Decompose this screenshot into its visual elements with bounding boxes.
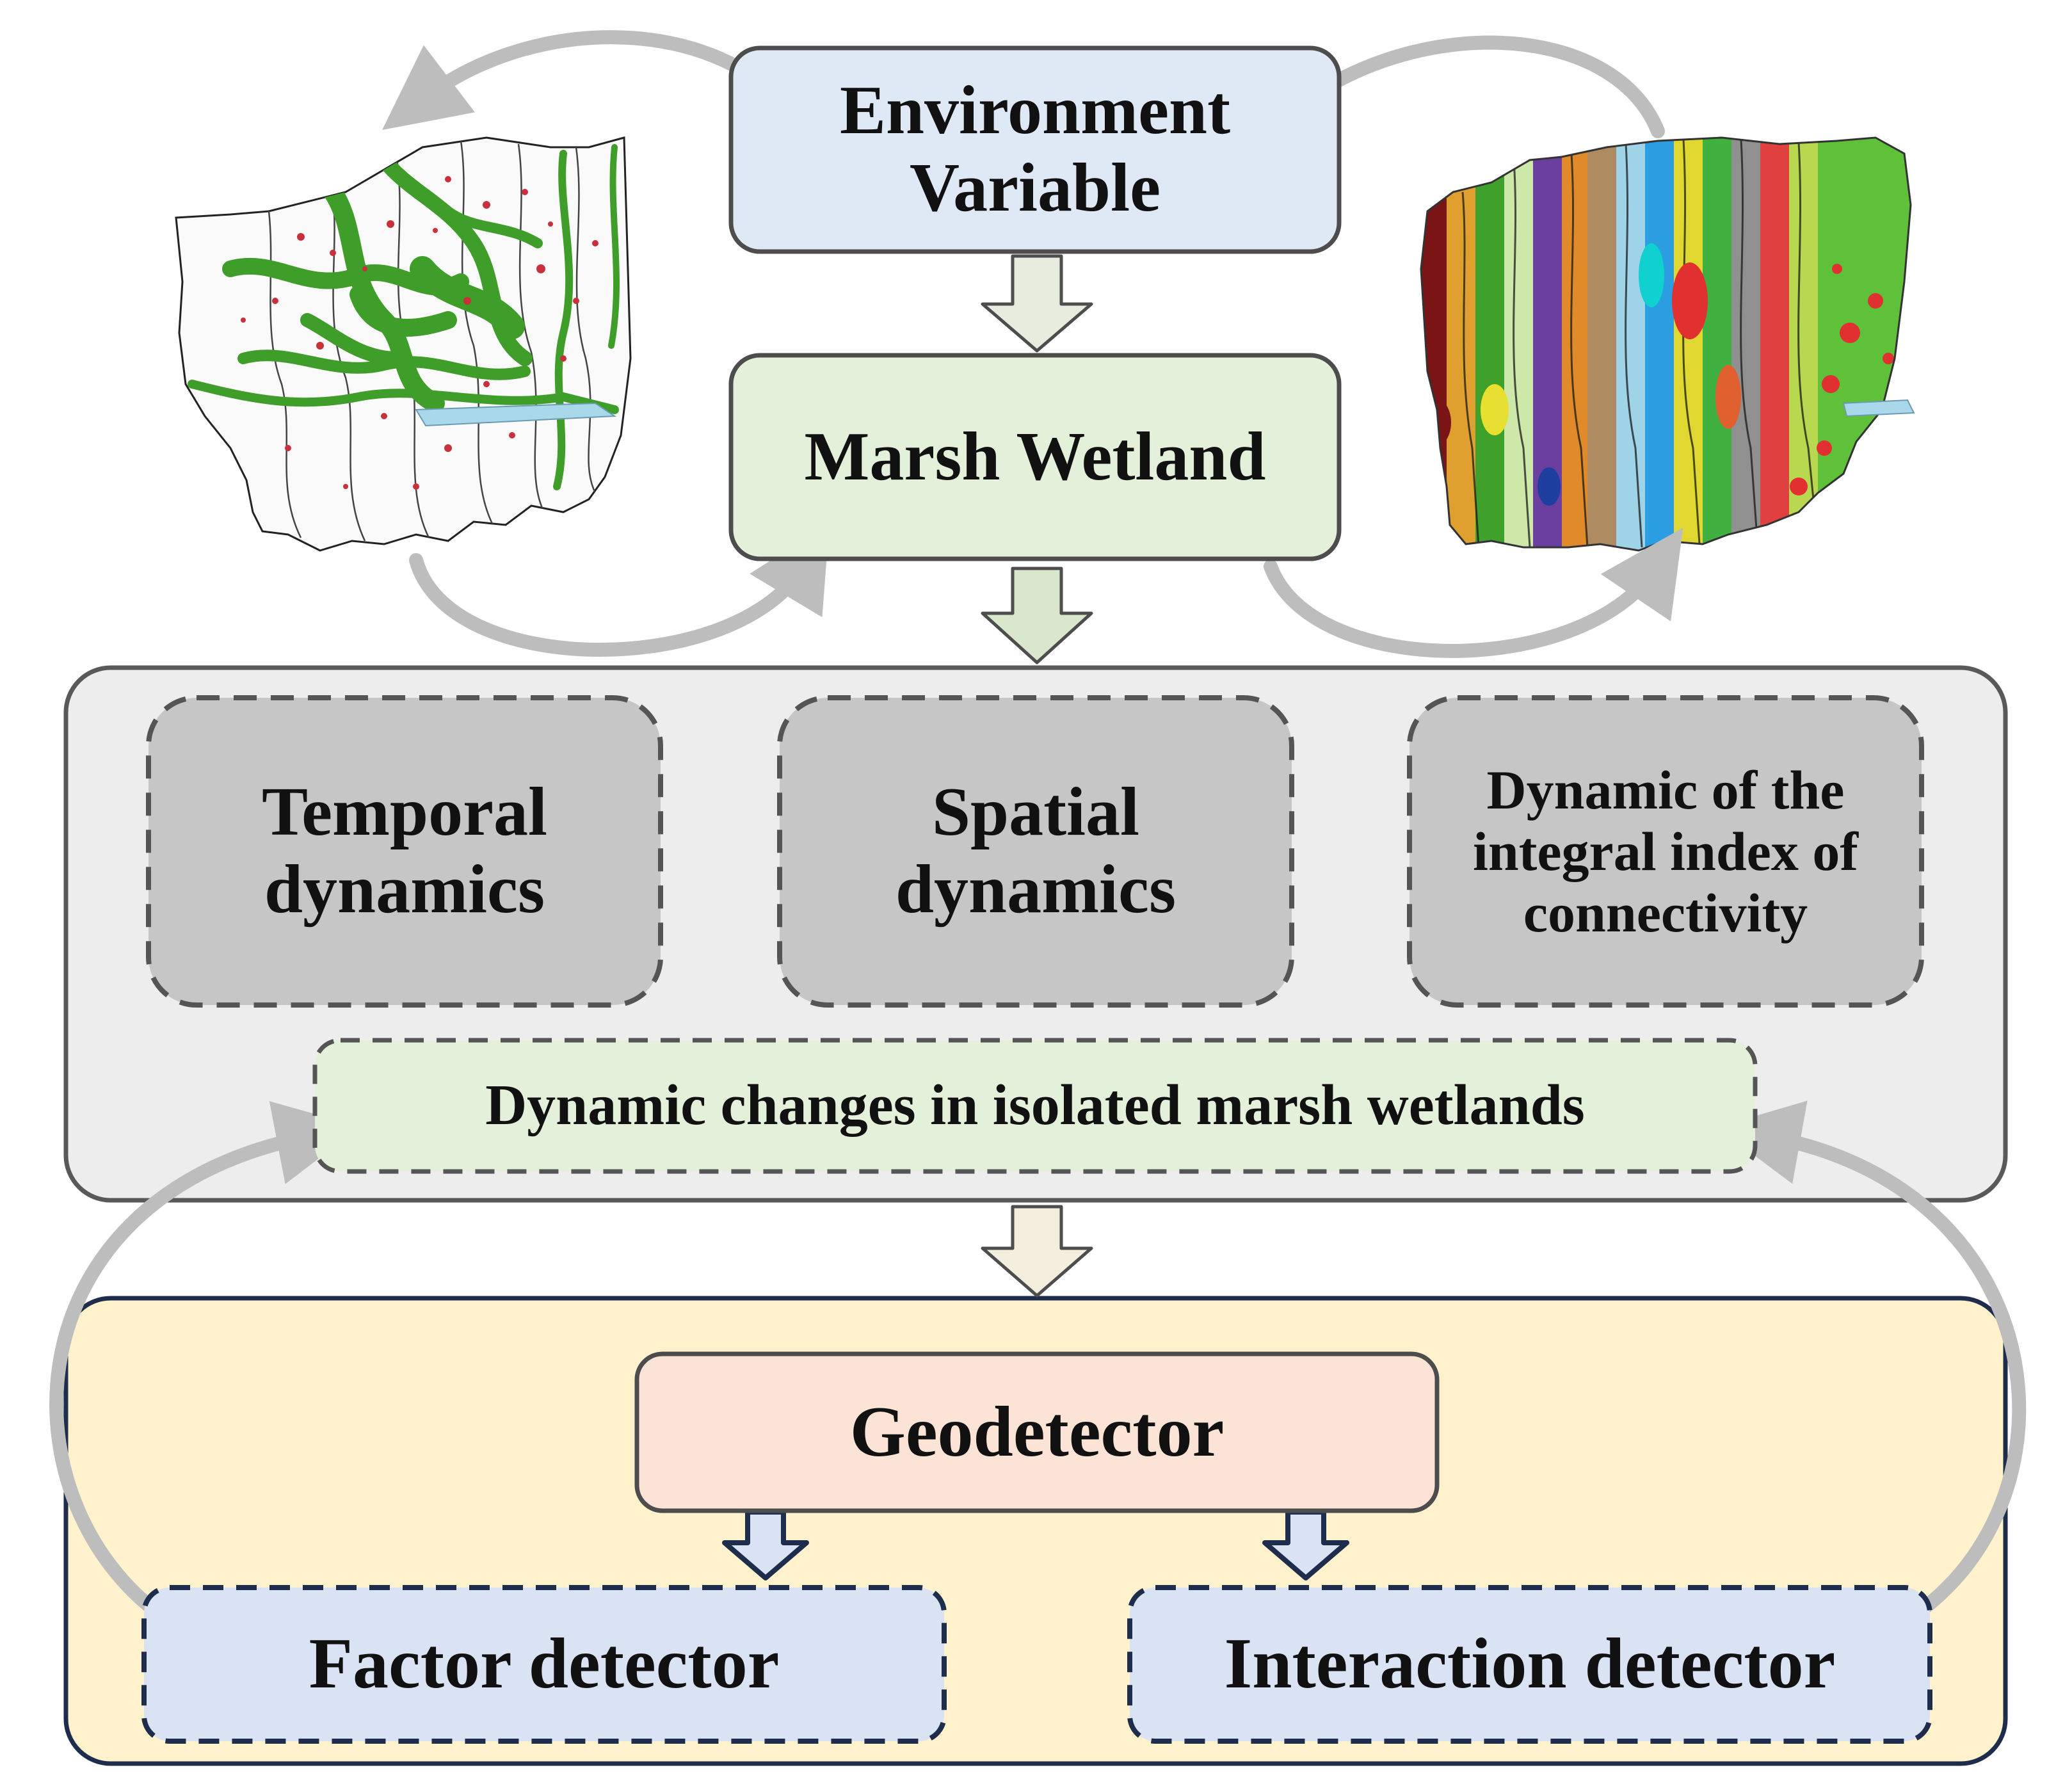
environment-variable-label: Environment Variable — [839, 72, 1231, 226]
interaction-detector-label: Interaction detector — [1224, 1624, 1836, 1704]
temporal-dynamics-box — [146, 695, 663, 1008]
interaction-detector-box — [1127, 1585, 1932, 1744]
spatial-dynamics-label: Spatial dynamics — [895, 774, 1177, 928]
environment-variable-box — [728, 45, 1342, 254]
arrow-geo-to-interaction — [1262, 1509, 1349, 1581]
geodetector-box — [634, 1351, 1440, 1513]
flow-arrows — [722, 254, 1349, 1581]
isolated-marsh-label: Dynamic changes in isolated marsh wetlan… — [485, 1074, 1585, 1138]
curved-arrow-left-map-to-marsh — [409, 523, 830, 657]
marsh-wetland-map — [175, 136, 632, 552]
isolated-marsh-box — [312, 1038, 1758, 1174]
temporal-dynamics-label: Temporal dynamics — [261, 774, 548, 928]
arrow-analysis-to-driving — [981, 1205, 1093, 1298]
geodetector-label: Geodetector — [849, 1392, 1225, 1472]
curved-arrow-marsh-to-right-map — [1264, 527, 1683, 658]
factor-detector-box — [141, 1585, 947, 1744]
curved-arrow-factor-to-isolated — [49, 1101, 360, 1636]
connectivity-dynamics-box — [1407, 695, 1924, 1008]
connectivity-dynamics-label: Dynamic of the integral index of connect… — [1473, 759, 1858, 944]
environment-variable-map — [1420, 136, 1915, 552]
arrow-marsh-to-analysis — [981, 567, 1093, 664]
spatial-dynamics-box — [777, 695, 1294, 1008]
node-boxes — [141, 45, 1932, 1744]
factor-detector-label: Factor detector — [309, 1624, 780, 1704]
arrow-geo-to-factor — [722, 1509, 809, 1581]
curved-arrow-interaction-to-isolated — [1717, 1100, 2027, 1636]
marsh-wetland-label: Marsh Wetland — [804, 418, 1266, 495]
curved-arrow-right-map-to-env — [1248, 35, 1665, 148]
arrow-env-to-marsh — [981, 254, 1093, 353]
marsh-wetland-box — [728, 353, 1342, 561]
